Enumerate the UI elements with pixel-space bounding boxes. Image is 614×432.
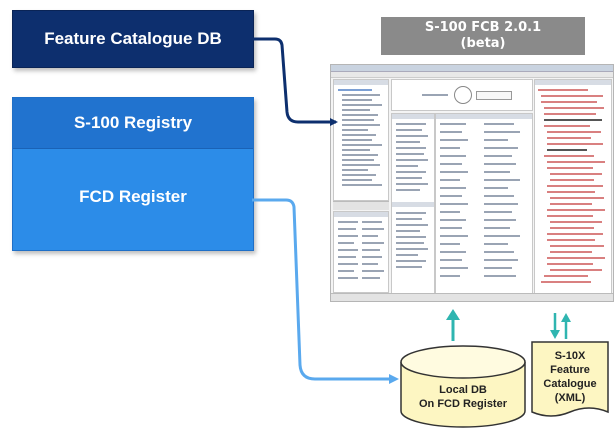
feature-catalogue-db-label: Feature Catalogue DB xyxy=(44,29,222,48)
local-db-to-app-arrow xyxy=(446,309,460,341)
local-db-label-line2: On FCD Register xyxy=(418,398,507,410)
fcb-version-subtitle: (beta) xyxy=(460,36,506,51)
s100-registry-box: S-100 Registry FCD Register xyxy=(12,97,254,251)
s100-registry-title: S-100 Registry xyxy=(13,98,253,149)
fcd-register-to-local-db-arrow xyxy=(252,198,399,384)
screenshot-list-pane xyxy=(391,113,435,295)
screenshot-xml-pane xyxy=(534,79,612,295)
screenshot-header-pane xyxy=(391,79,533,111)
screenshot-detail-pane xyxy=(435,113,533,295)
fc-db-to-app-arrow xyxy=(252,37,338,126)
fcb-version-banner: S-100 FCB 2.0.1 (beta) xyxy=(381,17,585,55)
screenshot-menubar xyxy=(331,72,613,78)
app-xml-exchange-arrows xyxy=(550,313,571,339)
fcd-register-label: FCD Register xyxy=(79,187,187,206)
screenshot-tree-pane xyxy=(333,79,389,201)
s100-registry-label: S-100 Registry xyxy=(73,113,193,132)
xml-label-line2: Feature xyxy=(550,364,590,376)
fcb-version-title: S-100 FCB 2.0.1 xyxy=(424,20,542,35)
screenshot-properties-pane xyxy=(333,211,389,293)
xml-label-line1: S-10X xyxy=(554,350,586,362)
feature-catalogue-xml-label: S-10X Feature Catalogue (XML) xyxy=(532,349,608,405)
local-db-cylinder xyxy=(400,345,526,428)
xml-label-line4: (XML) xyxy=(554,392,586,404)
local-db-label-line1: Local DB xyxy=(439,384,487,396)
screenshot-tree-buttons xyxy=(333,201,389,210)
xml-label-line3: Catalogue xyxy=(543,378,597,390)
local-db-label: Local DB On FCD Register xyxy=(404,383,522,411)
screenshot-titlebar xyxy=(331,65,613,72)
fcd-register-box: FCD Register xyxy=(13,149,253,250)
fcb-application-screenshot xyxy=(330,64,614,302)
feature-catalogue-db-box: Feature Catalogue DB xyxy=(12,10,254,68)
feature-catalogue-document xyxy=(531,341,609,417)
screenshot-bottom-buttons xyxy=(331,293,613,301)
